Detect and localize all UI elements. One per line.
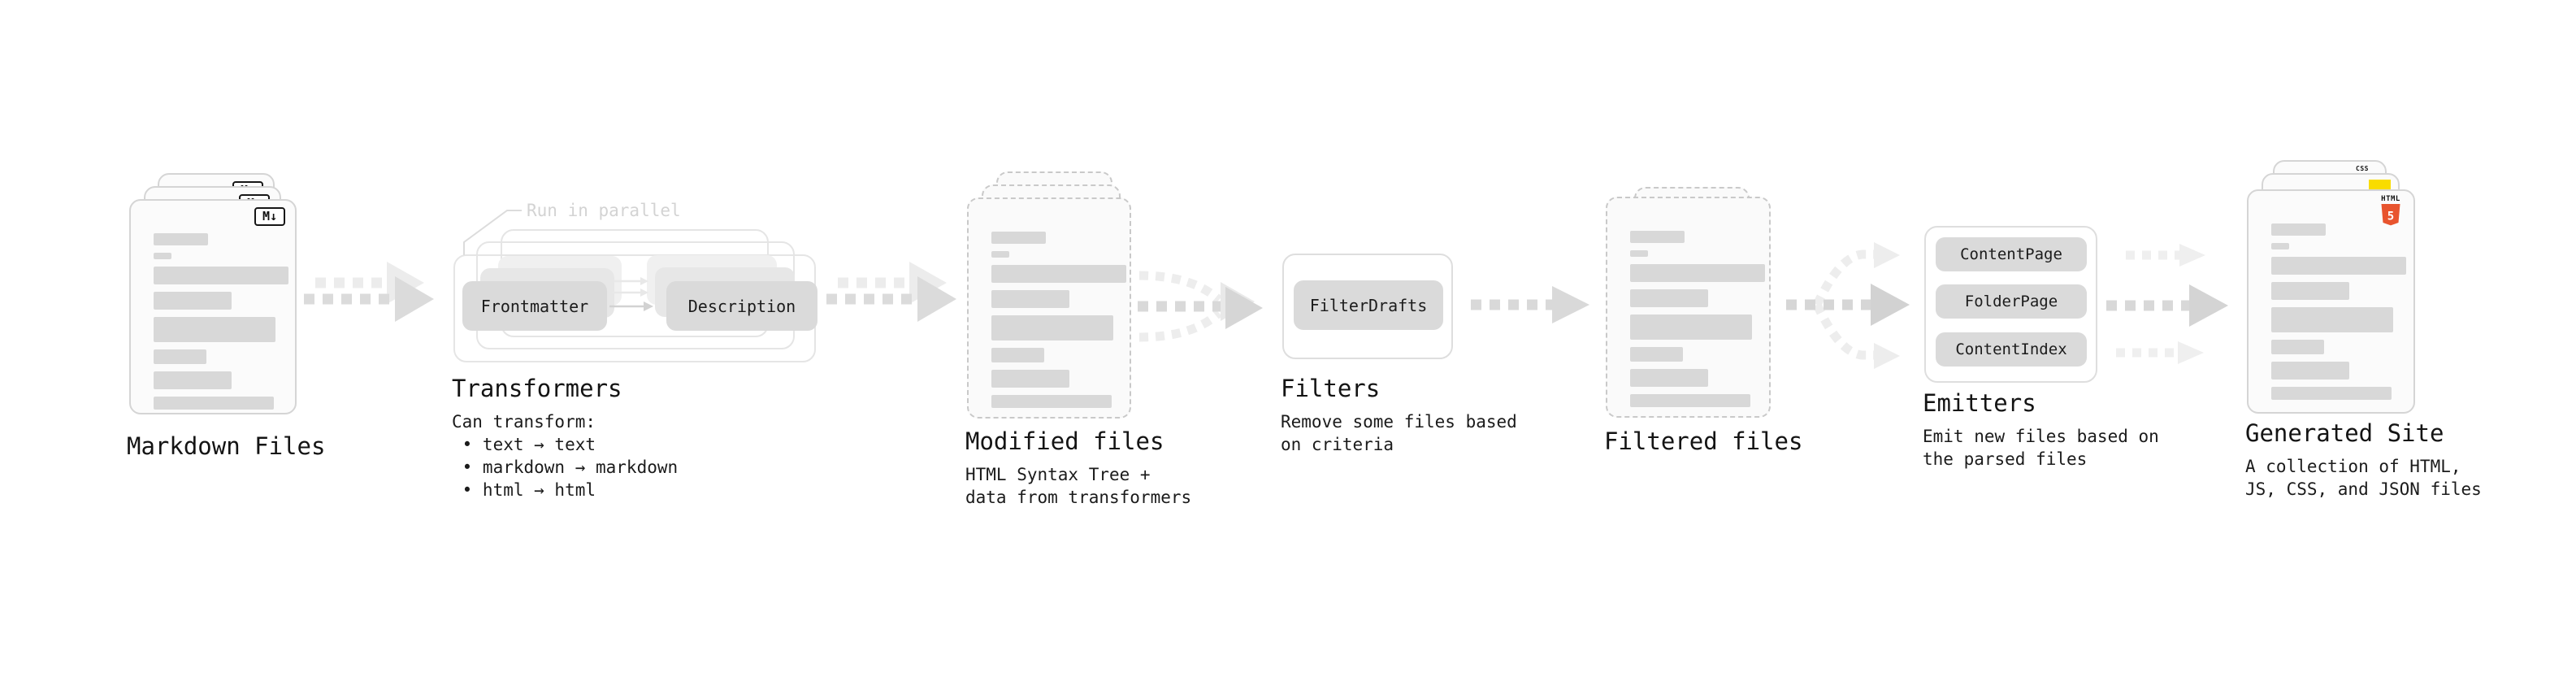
css-icon-label: CSS [2356, 165, 2369, 172]
contentpage-node: ContentPage [1936, 237, 2087, 271]
arrow-emitters-to-generated [2106, 244, 2228, 364]
frontmatter-node: Frontmatter [462, 281, 607, 331]
modified-file-card-front [967, 197, 1131, 419]
doc-placeholder-bar [2271, 243, 2289, 249]
html5-icon-label: HTML [2381, 195, 2400, 203]
run-in-parallel-callout-line [463, 210, 522, 255]
doc-placeholder-bar [154, 371, 232, 389]
doc-placeholder-bar [1630, 289, 1708, 307]
doc-placeholder-bar [154, 267, 288, 284]
document-placeholder-lines [1630, 231, 1765, 407]
arrow-markdown-to-transformers [304, 262, 434, 322]
doc-placeholder-bar [2271, 307, 2393, 332]
doc-placeholder-bar [2271, 387, 2392, 400]
doc-placeholder-bar [1630, 369, 1708, 387]
doc-placeholder-bar [991, 265, 1126, 283]
doc-placeholder-bar [2271, 362, 2349, 380]
markdown-file-card-front: M↓ [129, 199, 297, 414]
doc-placeholder-bar [991, 348, 1044, 362]
generated-site-description: A collection of HTML, JS, CSS, and JSON … [2245, 457, 2482, 499]
doc-placeholder-bar [991, 232, 1046, 244]
doc-placeholder-bar [1630, 231, 1685, 243]
transformers-description: Can transform: • text → text • markdown … [452, 412, 679, 500]
stage-title-filters: Filters [1281, 375, 1381, 402]
stage-title-transformers: Transformers [452, 375, 622, 402]
markdown-icon: M↓ [254, 207, 285, 226]
html5-icon: HTML 5 [2379, 196, 2403, 229]
document-placeholder-lines [154, 233, 288, 410]
html5-shield-icon: 5 [2381, 204, 2400, 226]
doc-placeholder-bar [2271, 282, 2349, 300]
doc-placeholder-bar [1630, 314, 1752, 340]
arrow-transformers-to-modified [826, 262, 956, 322]
emitters-description: Emit new files based on the parsed files [1923, 427, 2159, 469]
description-node: Description [666, 281, 817, 331]
doc-placeholder-bar [991, 290, 1069, 308]
arrow-modified-to-filters [1138, 271, 1263, 342]
run-in-parallel-label: Run in parallel [527, 201, 681, 220]
doc-placeholder-bar [1630, 394, 1750, 407]
doc-placeholder-bar [1630, 250, 1648, 257]
arrow-filtered-to-emitters [1786, 242, 1910, 369]
doc-placeholder-bar [154, 253, 171, 259]
doc-placeholder-bar [154, 233, 208, 245]
doc-placeholder-bar [1630, 264, 1765, 282]
filters-description: Remove some files based on criteria [1281, 412, 1517, 454]
stage-title-modified-files: Modified files [965, 427, 1164, 455]
js-icon [2369, 180, 2391, 189]
doc-placeholder-bar [154, 317, 275, 342]
stage-title-markdown-files: Markdown Files [127, 432, 326, 460]
contentindex-node: ContentIndex [1936, 332, 2087, 367]
document-placeholder-lines [991, 232, 1126, 408]
stage-title-generated-site: Generated Site [2245, 419, 2444, 447]
filtered-file-card-front [1606, 197, 1771, 418]
doc-placeholder-bar [991, 251, 1009, 258]
folderpage-node: FolderPage [1936, 284, 2087, 319]
doc-placeholder-bar [991, 315, 1113, 340]
parallel-flow-arrows-icon [609, 277, 653, 311]
stage-title-emitters: Emitters [1923, 389, 2036, 417]
doc-placeholder-bar [154, 397, 274, 410]
doc-placeholder-bar [2271, 257, 2406, 275]
modified-files-description: HTML Syntax Tree + data from transformer… [965, 465, 1192, 507]
document-placeholder-lines [2271, 223, 2406, 400]
doc-placeholder-bar [991, 370, 1069, 388]
arrow-filters-to-filtered [1471, 286, 1589, 323]
stage-title-filtered-files: Filtered files [1604, 427, 1803, 455]
doc-placeholder-bar [154, 292, 232, 310]
doc-placeholder-bar [2271, 223, 2326, 236]
filterdrafts-node: FilterDrafts [1294, 280, 1443, 330]
doc-placeholder-bar [2271, 340, 2324, 354]
doc-placeholder-bar [991, 395, 1112, 408]
html5-icon-number: 5 [2387, 210, 2394, 223]
generated-file-card-front: HTML 5 [2247, 189, 2415, 414]
doc-placeholder-bar [1630, 347, 1683, 362]
doc-placeholder-bar [154, 349, 206, 364]
